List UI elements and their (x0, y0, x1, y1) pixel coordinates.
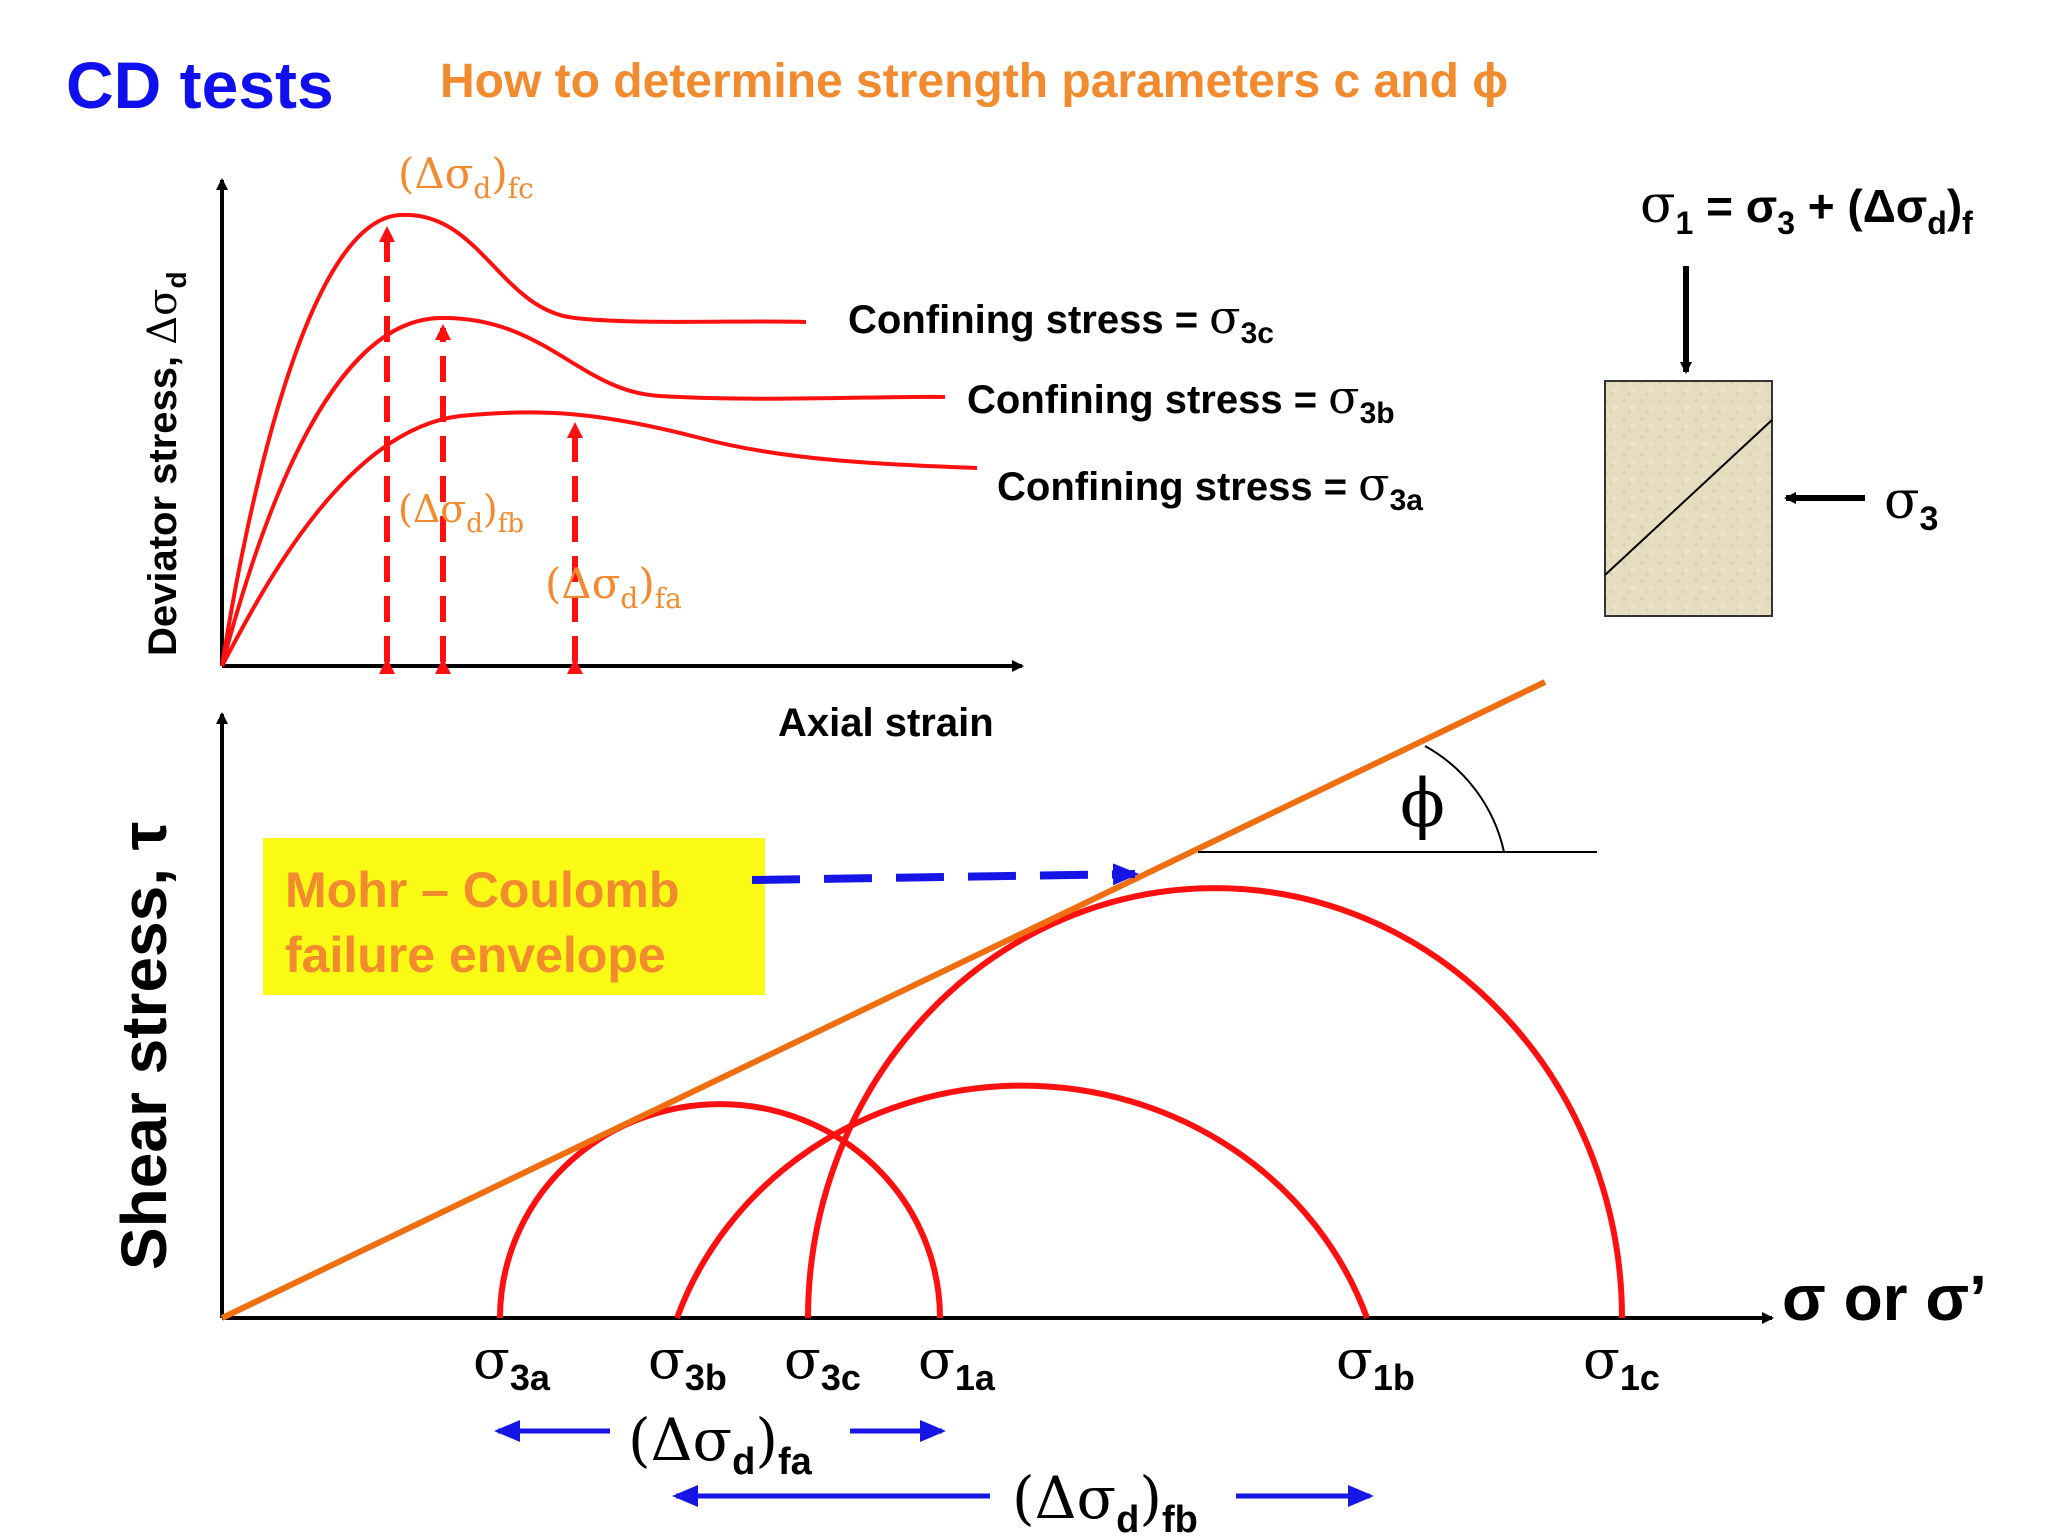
mohr-circle-a (497, 1101, 943, 1319)
curve-label-sigma3c: Confining stress = σ3c (848, 290, 1274, 350)
mohr-circle-b (674, 1082, 1370, 1320)
peak-label-fc: (Δσd)fc (398, 149, 534, 205)
stress-label-sigma3b: σ3b (648, 1328, 727, 1398)
phi-arc (1424, 745, 1505, 853)
failure-envelope (220, 679, 1547, 1321)
envelope-pointer-arrow (751, 863, 1139, 886)
x-axis-label-upper: Axial strain (778, 701, 994, 745)
stress-label-sigma3a: σ3a (473, 1328, 551, 1398)
stress-label-sigma3c: σ3c (784, 1328, 861, 1398)
curve-sigma3b (220, 315, 946, 667)
envelope-label-line2: failure envelope (285, 927, 666, 983)
confining-stress-label: σ3 (1884, 471, 1938, 538)
y-axis-label-mohr: Shear stress, τ (108, 822, 180, 1270)
page-title: CD tests (66, 48, 334, 122)
envelope-label-line1: Mohr – Coulomb (285, 862, 679, 918)
axial-stress-equation: σ1 = σ3 + (Δσd)f (1640, 175, 1973, 241)
stress-label-sigma1a: σ1a (918, 1328, 996, 1398)
curve-label-sigma3a: Confining stress = σ3a (997, 457, 1423, 517)
curve-sigma3c (220, 212, 807, 667)
x-axis-label-mohr: σ or σ’ (1782, 1262, 1987, 1334)
range-fa-label: (Δσd)fa (628, 1406, 813, 1483)
curve-sigma3a (220, 410, 978, 667)
page-subtitle: How to determine strength parameters c a… (440, 55, 1508, 108)
stress-label-sigma1b: σ1b (1336, 1328, 1415, 1398)
envelope-label-box (263, 838, 765, 995)
peak-label-fb: (Δσd)fb (398, 487, 524, 539)
range-fb-label: (Δσd)fb (1012, 1464, 1198, 1536)
peak-label-fa: (Δσd)fa (545, 559, 682, 615)
phi-label: ϕ (1400, 765, 1445, 842)
failure-plane (1604, 419, 1773, 576)
specimen-diagram: σ1 = σ3 + (Δσd)f σ3 (1604, 175, 1973, 617)
y-axis-label-upper: Deviator stress, Δσd (140, 271, 192, 656)
stress-strain-plot: Deviator stress, Δσd Axial strain (Δσd)f… (140, 149, 1423, 745)
stress-label-sigma1c: σ1c (1583, 1328, 1660, 1398)
mohr-plot: Shear stress, τ σ or σ’ ϕ Mohr – Coulomb… (108, 679, 1987, 1536)
curve-label-sigma3b: Confining stress = σ3b (967, 370, 1395, 430)
mohr-circle-c (805, 885, 1625, 1319)
